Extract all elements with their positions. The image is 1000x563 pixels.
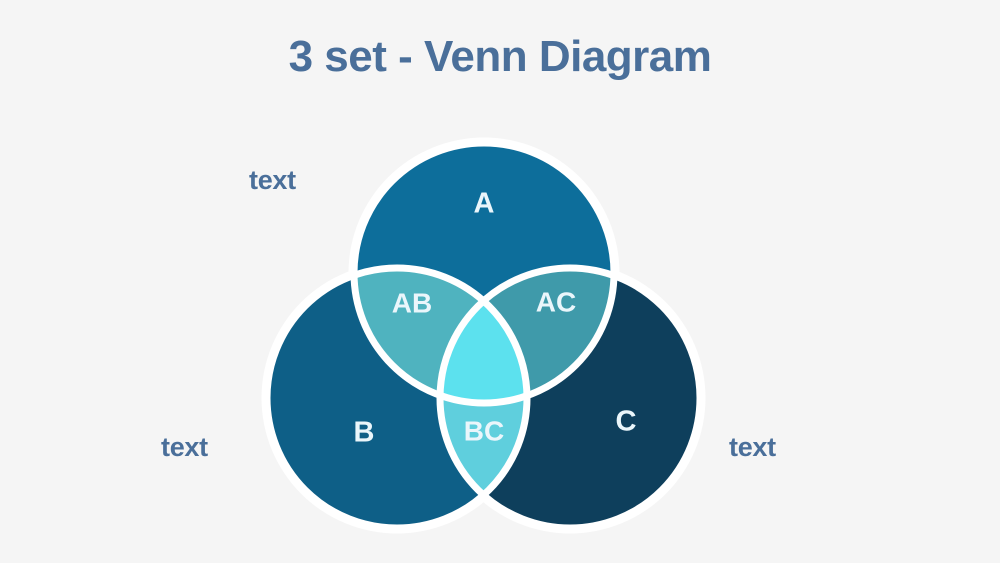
page-title: 3 set - Venn Diagram bbox=[288, 32, 712, 81]
set-outline-c bbox=[436, 264, 704, 532]
side-label-bottom-left: text bbox=[161, 432, 208, 462]
side-label-top-left: text bbox=[249, 165, 296, 195]
region-label-ac: AC bbox=[536, 286, 576, 317]
side-label-bottom-right: text bbox=[729, 432, 776, 462]
region-label-b: B bbox=[354, 417, 375, 449]
region-label-ab: AB bbox=[392, 287, 432, 318]
region-label-bc: BC bbox=[464, 415, 504, 446]
region-label-a: A bbox=[474, 188, 495, 220]
set-outline-b bbox=[263, 264, 531, 532]
region-label-c: C bbox=[616, 406, 637, 438]
